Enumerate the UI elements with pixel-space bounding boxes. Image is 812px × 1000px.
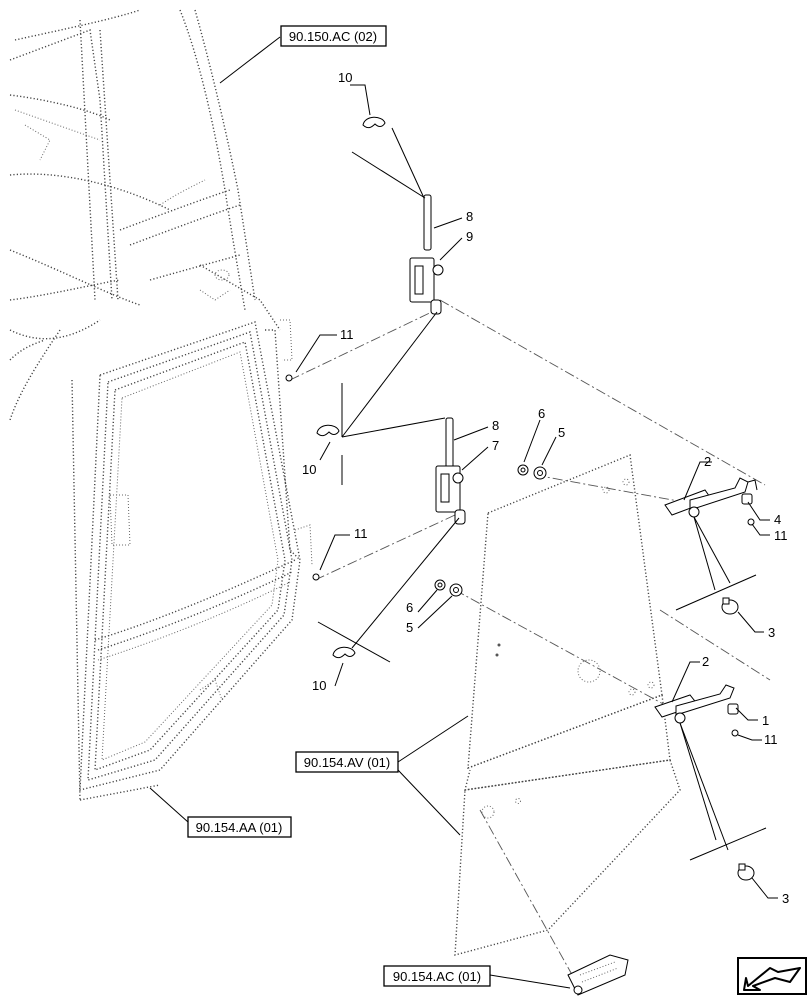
- callout-7: 7: [492, 438, 499, 453]
- callout-2-low: 2: [702, 654, 709, 669]
- callout-11-right-low: 11: [764, 732, 778, 747]
- ref-box-handle[interactable]: 90.154.AC (01): [383, 965, 491, 987]
- callout-6-low: 6: [406, 600, 413, 615]
- cab-frame-outline: [9, 9, 281, 421]
- callout-10-top: 10: [338, 70, 352, 85]
- callout-5-low: 5: [406, 620, 413, 635]
- ref-box-door-glass[interactable]: 90.154.AV (01): [295, 751, 399, 773]
- callout-10-mid: 10: [302, 462, 316, 477]
- callout-8-top: 8: [466, 209, 473, 224]
- callout-11-right-top: 11: [774, 528, 788, 543]
- hinge-bracket-upper: [664, 477, 758, 526]
- ref-box-cab-frame[interactable]: 90.150.AC (02): [280, 25, 387, 47]
- hinge-pin-top: [409, 194, 444, 315]
- hinge-bracket-lower: [654, 684, 739, 737]
- svg-text:90.154.AA (01): 90.154.AA (01): [196, 820, 283, 835]
- callout-5-top: 5: [558, 425, 565, 440]
- bolts: [721, 597, 755, 881]
- leader-lines: [149, 36, 778, 989]
- assembly-lines: [289, 299, 771, 981]
- callout-11-top: 11: [340, 327, 354, 342]
- callout-2-top: 2: [704, 454, 711, 469]
- callout-8-mid: 8: [492, 418, 499, 433]
- svg-text:90.154.AC (01): 90.154.AC (01): [393, 969, 481, 984]
- door-handle: [567, 954, 629, 996]
- callout-3-low: 3: [782, 891, 789, 906]
- callout-9: 9: [466, 229, 473, 244]
- svg-text:90.154.AV (01): 90.154.AV (01): [304, 755, 390, 770]
- svg-text:90.150.AC (02): 90.150.AC (02): [289, 29, 377, 44]
- callout-numbers: 10 8 9 11 8 7 10 6 5 11 6 5 10 2 4 11 3 …: [302, 70, 789, 906]
- callout-10-low: 10: [312, 678, 326, 693]
- door-frame: [71, 319, 313, 801]
- callout-1: 1: [762, 713, 769, 728]
- small-rings: [285, 374, 320, 581]
- door-glass: [454, 454, 681, 956]
- retaining-clips: [316, 116, 386, 659]
- arrow-down-left-icon[interactable]: [737, 957, 807, 995]
- ref-box-door-frame[interactable]: 90.154.AA (01): [187, 816, 292, 838]
- callout-3-top: 3: [768, 625, 775, 640]
- hinge-pin-mid: [435, 417, 466, 525]
- callout-6-top: 6: [538, 406, 545, 421]
- callout-11-mid: 11: [354, 526, 368, 541]
- washers-and-nuts: [434, 464, 547, 597]
- callout-4: 4: [774, 512, 781, 527]
